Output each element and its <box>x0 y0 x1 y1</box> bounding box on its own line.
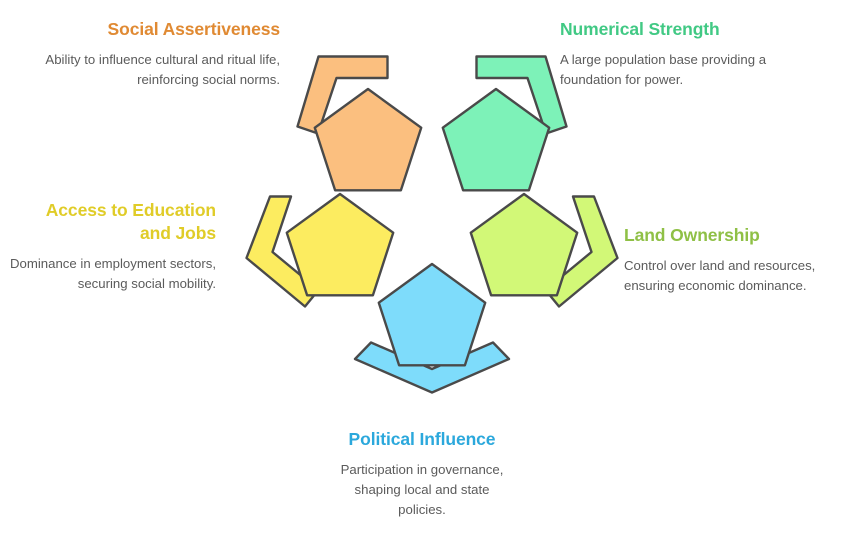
shape-numerical-strength <box>441 55 568 192</box>
node-title-access-to-education-and-jobs: Access to Education and Jobs <box>45 200 216 243</box>
ring-segment-political-arm <box>353 341 511 394</box>
shape-land-ownership <box>469 192 619 308</box>
shape-social-assertiveness <box>296 55 423 192</box>
node-title-land-ownership: Land Ownership <box>624 225 760 245</box>
node-title-social-assertiveness: Social Assertiveness <box>107 19 281 39</box>
ring-segment-education-arm <box>245 195 320 308</box>
node-description-numerical-strength: A large population base providing a foun… <box>560 52 767 87</box>
node-description-political-influence: Participation in governance, shaping loc… <box>340 462 504 517</box>
shape-political-influence <box>353 262 511 394</box>
node-description-social-assertiveness: Ability to influence cultural and ritual… <box>45 52 280 87</box>
ring-segment-land-arm <box>544 195 619 308</box>
pentagon-education <box>285 192 395 297</box>
node-social-assertiveness: Social Assertiveness Ability to influenc… <box>24 18 280 90</box>
node-description-access-to-education-and-jobs: Dominance in employment sectors, securin… <box>10 256 216 291</box>
node-description-land-ownership: Control over land and resources, ensurin… <box>624 258 816 293</box>
ring-segment-social <box>296 55 389 135</box>
node-numerical-strength: Numerical Strength A large population ba… <box>560 18 820 90</box>
pentagon-political <box>377 262 487 367</box>
node-access-to-education-and-jobs: Access to Education and Jobs Dominance i… <box>10 199 216 294</box>
ring-segment-numerical <box>475 55 568 135</box>
pentagon-land <box>469 192 579 297</box>
node-political-influence: Political Influence Participation in gov… <box>297 428 547 520</box>
pentagon-numerical <box>441 87 551 192</box>
node-title-political-influence: Political Influence <box>348 429 496 449</box>
node-land-ownership: Land Ownership Control over land and res… <box>624 224 844 296</box>
pentagon-social <box>313 87 423 192</box>
shape-access-to-education-and-jobs <box>245 192 395 308</box>
node-title-numerical-strength: Numerical Strength <box>560 19 720 39</box>
